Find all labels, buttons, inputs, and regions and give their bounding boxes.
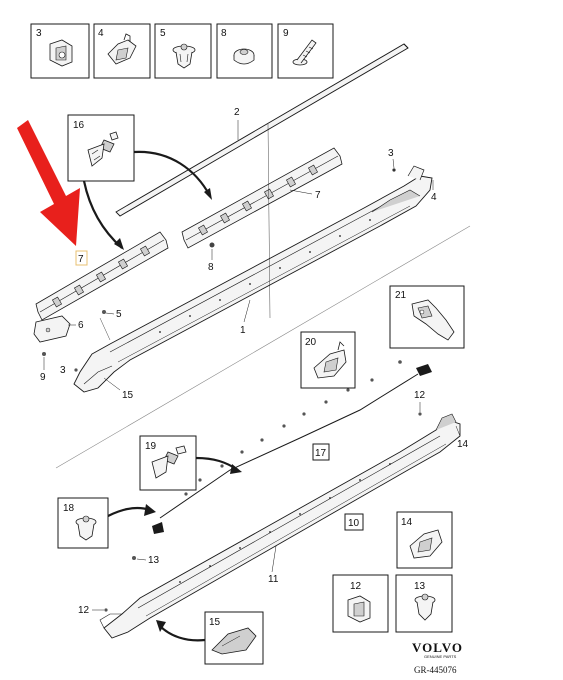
inset-box-9: 9 [277,23,334,79]
inset-box-13: 13 [395,574,453,633]
callout-13: 13 [148,555,160,566]
inset-label-18: 18 [63,503,75,514]
brand-subtitle: GENUINE PARTS [424,654,457,659]
inset-box-16: 16 [67,114,135,182]
pointer-arrow-16b [82,180,123,249]
inset-label-12: 12 [350,581,362,592]
callout-3-upper: 3 [388,148,394,159]
pointer-arrow-18 [107,506,151,517]
inset-box-3: 3 [30,23,90,79]
sill-cover-part-11 [99,413,461,639]
diagram-code: GR-445076 [414,665,457,675]
callout-10: 10 [348,518,360,529]
nut-8-dot [209,242,215,248]
callout-3-lower: 3 [60,365,66,376]
inset-box-18: 18 [57,497,109,549]
bracket-part-21-icon [411,299,455,341]
clip-part-12-icon [347,595,371,623]
callout-1: 1 [240,325,246,336]
inset-label-19: 19 [145,441,157,452]
clip-part-20-icon [313,341,347,379]
callout-box-17 [312,443,330,461]
rivet-part-19-icon [151,445,187,479]
clip-part-4-icon [107,33,137,65]
inset-label-4: 4 [98,28,104,39]
clip-part-3-icon [49,39,73,67]
callout-7-lower: 7 [78,254,84,265]
pointer-arrow-15 [159,625,206,642]
inset-label-5: 5 [160,28,166,39]
nut-part-8-icon [233,48,255,65]
highlight-arrow-icon [17,120,80,246]
bracket-part-6 [33,315,71,343]
seal-strip-part-17 [152,360,432,534]
inset-label-16: 16 [73,120,85,131]
pointer-arrow-16a [133,150,211,197]
callout-6: 6 [78,320,84,331]
callout-11: 11 [268,574,279,585]
rivet-part-16-icon [87,131,119,167]
clip-part-14-icon [409,529,443,559]
callout-5: 5 [116,309,122,320]
callout-2: 2 [234,107,240,118]
brand-logo: VOLVO [412,640,463,655]
inset-box-8: 8 [216,23,273,79]
inset-label-9: 9 [283,28,289,39]
highlight-box-7 [75,250,88,266]
section-divider [55,225,471,469]
inset-label-3: 3 [36,28,42,39]
inset-label-13: 13 [414,581,426,592]
inset-label-21: 21 [395,290,407,301]
callout-15-upper: 15 [122,390,134,401]
inset-label-8: 8 [221,28,227,39]
inset-box-19: 19 [139,435,197,491]
inset-box-15: 15 [204,611,264,665]
inset-box-20: 20 [300,331,356,389]
callout-17: 17 [315,448,327,459]
inset-box-4: 4 [93,23,151,79]
clip-rail-part-7-lower [35,231,169,321]
callout-7-upper: 7 [315,190,321,201]
sill-cover-part-1 [73,165,433,393]
callout-9: 9 [40,372,46,383]
callout-4: 4 [431,192,437,203]
push-clip-part-18-icon [75,515,97,541]
inset-label-14: 14 [401,517,413,528]
callout-8: 8 [208,262,214,273]
inset-box-21: 21 [389,285,465,349]
clip-rail-part-7-upper [181,147,343,249]
callout-14: 14 [457,439,469,450]
callout-12-lower: 12 [78,605,90,616]
trim-strip-part-2 [115,43,409,217]
callout-box-10 [344,513,364,531]
inset-box-14: 14 [396,511,453,569]
end-cap-part-15-icon [211,627,257,655]
inset-box-12: 12 [332,574,389,633]
inset-label-20: 20 [305,337,317,348]
screw-part-9-icon [292,39,317,66]
callout-12-upper: 12 [414,390,426,401]
push-clip-part-5-icon [172,43,196,69]
push-clip-part-13-icon [414,593,436,621]
inset-box-5: 5 [154,23,212,79]
inset-label-15: 15 [209,617,221,628]
